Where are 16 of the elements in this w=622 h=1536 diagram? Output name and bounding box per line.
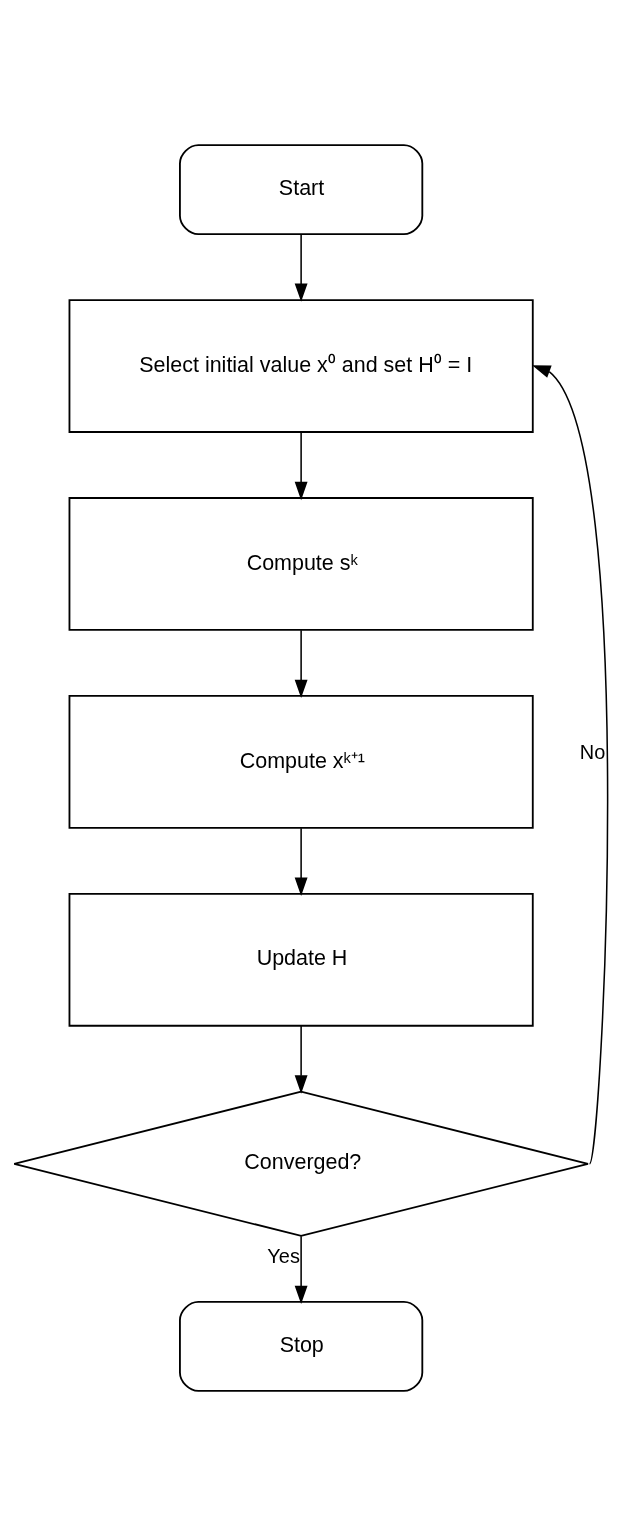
node-box: Compute xᵏ⁺¹: [68, 695, 534, 829]
node-box: Update H: [68, 892, 534, 1027]
arrow: [294, 629, 308, 699]
node-diamond: Converged?: [13, 1090, 589, 1237]
node-box: Compute sᵏ: [68, 497, 534, 631]
node-box: Select initial value x⁰ and set H⁰ = I: [68, 299, 534, 433]
arrow: [294, 827, 308, 896]
edge-label: No: [579, 740, 606, 763]
arrow: [294, 1235, 308, 1305]
edge-label: Yes: [267, 1245, 300, 1268]
arrow: [294, 233, 308, 302]
node-box: Stop: [179, 1300, 424, 1392]
arrow: [532, 365, 609, 1165]
arrow: [294, 1025, 308, 1094]
arrow: [294, 431, 308, 501]
node-box: Start: [179, 144, 424, 236]
